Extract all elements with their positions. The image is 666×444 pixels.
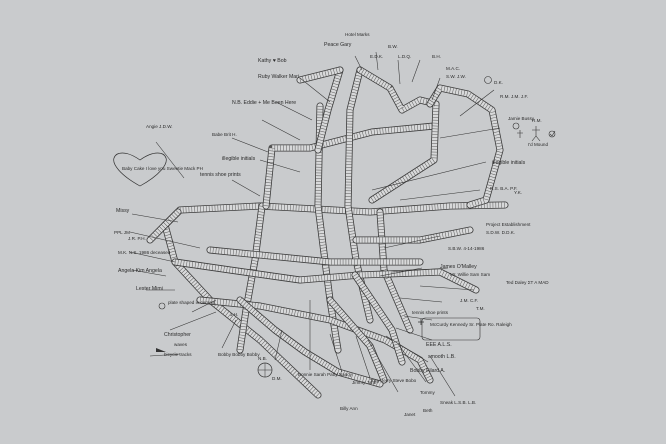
- road-segment: [207, 247, 423, 265]
- bicycle-icon: [149, 348, 181, 357]
- label-jh: J.H.: [230, 312, 238, 317]
- label-peace: Peace Gary: [324, 42, 352, 48]
- heart-icon: [113, 152, 167, 187]
- label-ddk: S.D.W. D.D.K.: [486, 230, 515, 235]
- road-segment: [353, 227, 473, 243]
- mccurdy-box: [421, 317, 481, 341]
- checkmark-icon: [548, 130, 556, 138]
- label-rm-jm-jf: R.M. J.M. J.F.: [500, 94, 528, 99]
- road-segment: [147, 209, 181, 243]
- cross-icon: [418, 319, 424, 325]
- label-janet: Janet: [404, 412, 416, 417]
- road-segment: [315, 67, 343, 153]
- road-segment: [172, 259, 479, 293]
- label-sw-jw: S.W. J.W.: [446, 74, 466, 79]
- label-dk: D.K.: [494, 80, 503, 85]
- label-bobby: Bobby Bobby Bobby: [218, 352, 260, 357]
- label-illegible2: illegible initials: [492, 160, 526, 166]
- label-ruby: Ruby Walker Mari: [258, 74, 299, 80]
- plate-icon: [158, 302, 166, 310]
- road-segment: [238, 297, 381, 387]
- stick-figure-icon: [517, 126, 541, 142]
- label-project: Project Establishment: [486, 222, 531, 227]
- road-segment: [299, 67, 341, 83]
- label-tony: Tony Jerry Steve Bobo: [370, 378, 417, 383]
- label-mrwillie: Mr. Willie Sam Sam: [450, 272, 490, 277]
- label-tm: T.M.: [476, 306, 485, 311]
- label-bobbyfilard: Bobby Filard A.: [410, 368, 445, 374]
- label-mk: M.K. N.S. 1986 deceased: [118, 250, 171, 255]
- label-id: I'd Mound: [528, 142, 548, 147]
- label-smooth: smooth L.B.: [428, 354, 456, 360]
- label-edk: E.D.K.: [370, 54, 383, 59]
- label-jimmy: Jimmy Jane: [352, 380, 377, 385]
- road-segment: [356, 227, 471, 243]
- label-yk: Y.K.: [514, 190, 522, 195]
- label-ldq: L.D.Q.: [398, 54, 411, 59]
- label-plate: plate shaped in cement: [168, 300, 216, 305]
- label-sbw: S.B.W. 4-14-1986: [448, 246, 485, 251]
- label-nb: N.B. Eddie + Me Been Here: [232, 100, 296, 106]
- label-bonnie: Bonnie Sarah Patty Nancy: [298, 372, 353, 377]
- road-segment: [237, 203, 265, 353]
- road-segment: [358, 67, 439, 203]
- smiley-icon: [484, 76, 520, 130]
- compass-icon: [257, 362, 273, 378]
- road-segment: [327, 298, 387, 382]
- label-ted: Ted Daley ΣT A MAD: [506, 280, 549, 285]
- label-lester: Lester Mimi: [136, 286, 163, 292]
- label-missy: Missy: [116, 208, 130, 214]
- road-network: [146, 66, 509, 399]
- label-dm: D.M.: [272, 376, 282, 381]
- label-tennis2: tennis shoe prints: [412, 310, 449, 315]
- label-tommy: Tommy: [420, 390, 436, 395]
- label-beth: Beth: [423, 408, 433, 413]
- label-angie: Angie J.D.W.: [146, 124, 173, 129]
- label-babe: Babe Brit H.: [212, 132, 237, 137]
- label-hotel: Hotel Marks: [345, 32, 370, 37]
- label-jamesomalley: James O'Malley: [440, 264, 477, 270]
- road-segment: [427, 85, 503, 208]
- label-jrr: J.R. P.H.: [128, 236, 146, 241]
- road-segment: [352, 272, 405, 365]
- label-jamie: Jamie Bussy: [508, 116, 535, 121]
- label-heart: Baby Cake I love you Sweetie Mack PH: [122, 166, 203, 171]
- label-rs: R.S. B.A. P.F.: [490, 186, 518, 191]
- label-mccurdy: McCurdy Kennedy Sr. Plate Ro. Raleigh: [430, 322, 512, 327]
- label-waves: waves: [174, 342, 188, 347]
- label-bw: B.W.: [388, 44, 398, 49]
- leader-lines: [129, 51, 501, 397]
- label-sneak: Sneak L.S.B. L.B.: [440, 400, 476, 405]
- road-segment: [263, 123, 437, 209]
- map-labels: Hotel Marks Peace Gary B.W. E.D.K. L.D.Q…: [114, 32, 549, 417]
- label-bh: B.H.: [432, 54, 441, 59]
- label-bicycle: bicycle tracks: [164, 352, 192, 357]
- road-segment: [377, 211, 413, 332]
- label-billy: Billy Ann: [340, 406, 358, 411]
- label-christopher: Christopher: [164, 332, 191, 338]
- label-jmcf: J.M. C.F.: [460, 298, 478, 303]
- label-mac: M.A.C.: [446, 66, 460, 71]
- label-rm2: R.M.: [532, 118, 542, 123]
- label-kathy: Kathy ♥ Bob: [258, 58, 287, 64]
- label-ppl: PPL JM: [114, 230, 130, 235]
- label-nb2: N.B.: [258, 356, 267, 361]
- label-angela: Angela Kim Angela: [118, 268, 162, 274]
- label-illegible1: illegible initials: [222, 156, 256, 162]
- label-eee: EEE A.L.S.: [426, 342, 452, 348]
- label-tennis: tennis shoe prints: [200, 172, 241, 178]
